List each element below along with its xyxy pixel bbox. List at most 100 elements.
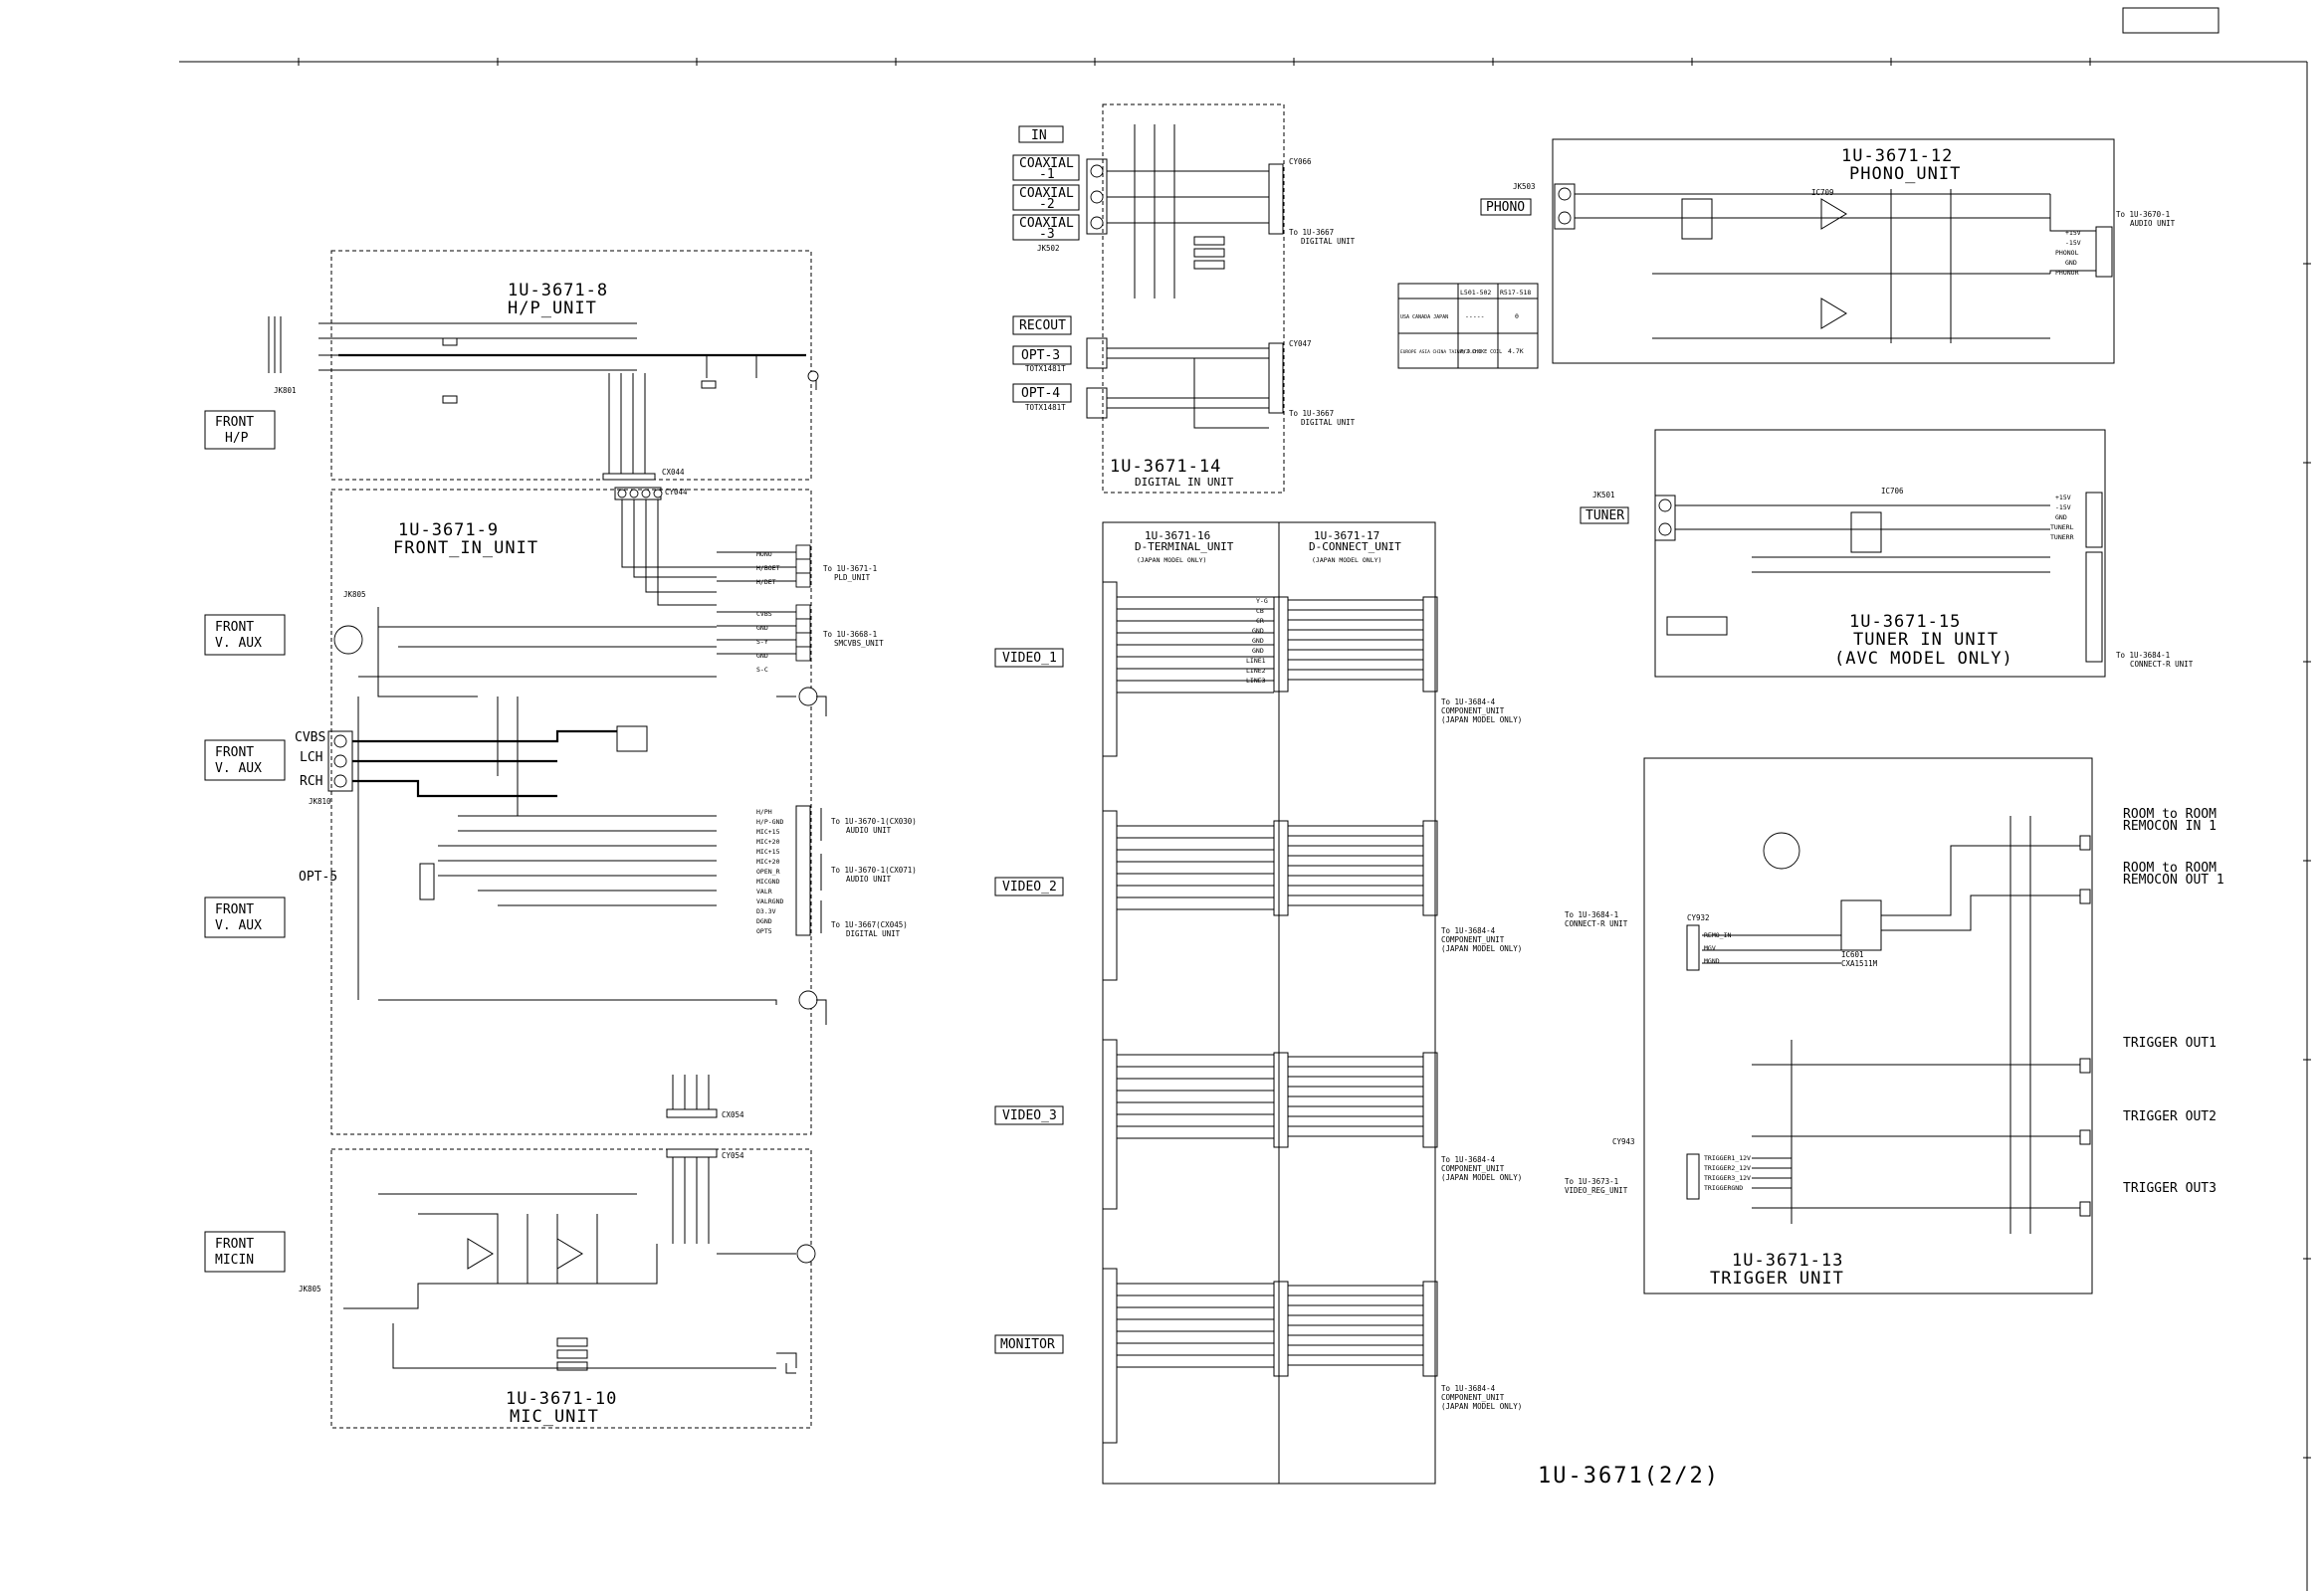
aud-5: MIC+20 [756,858,780,866]
phono-rail-2: PHONOL [2055,249,2079,257]
dest-trig-video-2: VIDEO_REG_UNIT [1565,1186,1628,1195]
dest-phono-1: To 1U-3670-1 [2116,210,2170,219]
coaxial-3-l1: COAXIAL [1019,216,1074,231]
sig-hdet: H/DET [756,578,776,586]
aud-4: MIC+15 [756,848,780,856]
rch-label: RCH [300,774,322,789]
tuner-subtitle: TUNER IN UNIT [1853,630,1999,650]
dest-dig-1: To 1U-3667(CX045) [831,920,908,929]
tuner-rail-0: +15V [2055,494,2071,501]
dconn-title: 1U-3671-17 [1314,529,1379,542]
front-vaux-1-l1: FRONT [215,620,254,635]
aud-3: MIC+20 [756,838,780,846]
dest-smc-1: To 1U-3668-1 [823,630,877,639]
mic-subtitle: MIC_UNIT [510,1407,599,1427]
dest-comp4-1: To 1U-3684-4 [1441,1384,1496,1393]
front-micin-l1: FRONT [215,1237,254,1252]
dest-comp1-1: To 1U-3684-4 [1441,697,1496,706]
digital-in-unit: 1U-3671-14 DIGITAL IN UNIT IN COAXIAL -1… [1012,103,1356,494]
front-jack-b-ref: JK805 [343,590,366,599]
sig-sc: S-C [756,666,768,674]
pt-h1: L501-502 [1460,289,1491,297]
front-micin-box [204,1231,286,1273]
dest-comp3-2: COMPONENT_UNIT [1441,1164,1505,1173]
opt4-label: OPT-4 [1021,386,1060,401]
hp-unit: 1U-3671-8 H/P_UNIT FRONT H/P JK801 CX044 [204,250,819,481]
dest-comp4-3: (JAPAN MODEL ONLY) [1441,1402,1522,1411]
lch-label: LCH [300,750,322,765]
dest-comp2-3: (JAPAN MODEL ONLY) [1441,944,1522,953]
sig-cvbs: CVBS [756,610,772,618]
tuner-subtitle-2: (AVC MODEL ONLY) [1834,649,2013,669]
page-corner-box [2122,7,2219,34]
aud-6: OPEN_R [756,868,780,876]
dest-phono-2: AUDIO UNIT [2130,219,2176,228]
dest-comp1-3: (JAPAN MODEL ONLY) [1441,715,1522,724]
dconn-pin-1-3: GND [1252,627,1264,635]
dest-digital-1b: DIGITAL UNIT [1301,237,1356,246]
optic-a-ref: TOTX1481T [1025,364,1066,373]
front-vaux-3-l1: FRONT [215,902,254,917]
dterm-note: (JAPAN MODEL ONLY) [1137,556,1206,564]
tuner-rail-4: TUNERR [2050,533,2074,541]
front-vaux-3-l2: V. AUX [215,918,262,933]
dterm-dconnect-units: 1U-3671-16 D-TERMINAL_UNIT (JAPAN MODEL … [994,521,1522,1485]
dest-digital-2b: DIGITAL UNIT [1301,418,1356,427]
trig-cy2-ref: CY943 [1612,1137,1635,1146]
front-hp-label-1: FRONT [215,415,254,430]
aud-10: D3.3V [756,907,776,915]
dconn-pin-1-8: LINE3 [1246,677,1266,685]
aud-0: H/PH [756,808,772,816]
dest-comp1-2: COMPONENT_UNIT [1441,706,1505,715]
recout-box [1012,315,1072,335]
trig-sig-1: MGV [1704,944,1716,952]
phono-label: PHONO [1486,200,1525,215]
tuner-rail-3: TUNERL [2050,523,2074,531]
tuner-box [1580,506,1629,524]
coaxial-2-l1: COAXIAL [1019,186,1074,201]
hp-jack-ref: JK801 [274,386,297,395]
dest-comp3-1: To 1U-3684-4 [1441,1155,1496,1164]
phono-box [1480,198,1532,216]
trig-sig2-2: TRIGGER3_12V [1704,1174,1751,1182]
dest-tuner-1: To 1U-3684-1 [2116,651,2170,660]
dterm-title: 1U-3671-16 [1145,529,1210,542]
front-jack-ref: JK810 [309,797,331,806]
front-hp-label-2: H/P [225,431,249,446]
phono-unit: 1U-3671-12 PHONO_UNIT PHONO JK503 IC709 … [1397,138,2176,369]
video1-box [994,648,1064,668]
phono-subtitle: PHONO_UNIT [1849,164,1961,184]
phono-title: 1U-3671-12 [1841,146,1953,166]
monitor-box [994,1334,1064,1354]
dest-plp-1: To 1U-3671-1 [823,564,877,573]
phono-jack-ref: JK503 [1513,182,1536,191]
dest-plp-2: PLD_UNIT [834,573,871,582]
mic-title: 1U-3671-10 [506,1389,617,1409]
front-vaux-box-2 [204,739,286,781]
tuner-ic-ref: IC706 [1881,487,1904,496]
video2-label: VIDEO_2 [1002,880,1057,895]
digital-jack-ref: JK502 [1037,244,1060,253]
tuner-title: 1U-3671-15 [1849,612,1961,632]
dconn-pin-1-6: LINE1 [1246,657,1266,665]
optic-b-ref: TOTX1481T [1025,403,1066,412]
front-micin-l2: MICIN [215,1253,254,1268]
dconn-note: (JAPAN MODEL ONLY) [1312,556,1381,564]
sheet-title: 1U-3671(2/2) [1538,1464,1720,1489]
dest-comp2-2: COMPONENT_UNIT [1441,935,1505,944]
pt-h2: R517-518 [1500,289,1531,297]
hp-unit-subtitle: H/P_UNIT [508,298,597,318]
dig-cy-ref: CY066 [1289,157,1312,166]
sig-gnd: GND [756,624,768,632]
mic-jack-ref: JK805 [299,1285,321,1293]
dest-trig-video-1: To 1U-3673-1 [1565,1177,1618,1186]
dconn-pin-1-7: LINE2 [1246,667,1266,675]
tuner-rails: +15V -15V GND TUNERL TUNERR [2050,492,2103,548]
video3-box [994,1105,1064,1125]
trig-out-2: TRIGGER OUT2 [2123,1109,2217,1124]
coaxial-1-l1: COAXIAL [1019,156,1074,171]
front-vaux-2-l2: V. AUX [215,761,262,776]
coaxial-1-l2: -1 [1039,167,1055,182]
dest-trig-conn-1: To 1U-3684-1 [1565,910,1618,919]
dconn-pin-1-5: GND [1252,647,1264,655]
